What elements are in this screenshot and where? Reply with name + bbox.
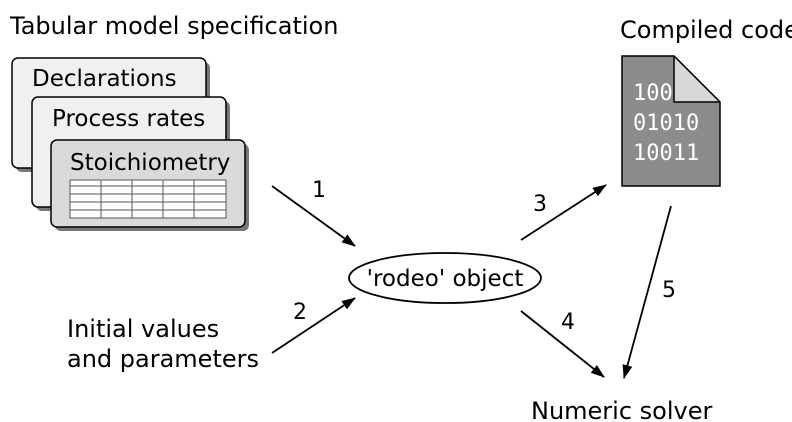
sheet-process-rates-label: Process rates bbox=[52, 106, 205, 132]
page-fold-corner bbox=[673, 55, 721, 103]
sheet-stoichiometry-label: Stoichiometry bbox=[70, 150, 230, 176]
spec-title: Tabular model specification bbox=[9, 12, 338, 40]
rodeo-object-node: 'rodeo' object bbox=[348, 252, 542, 304]
compiled-code-title: Compiled code bbox=[620, 16, 792, 44]
arrow-4-number: 4 bbox=[561, 310, 575, 335]
arrow-1 bbox=[271, 185, 356, 247]
rodeo-object-label: 'rodeo' object bbox=[367, 266, 524, 292]
arrow-1-number: 1 bbox=[312, 178, 326, 203]
arrow-2-number: 2 bbox=[293, 300, 307, 325]
code-line-3: 10011 bbox=[633, 141, 699, 166]
compiled-code-file-icon: 100 01010 10011 bbox=[621, 55, 721, 187]
sheet-stoichiometry: Stoichiometry bbox=[50, 139, 249, 231]
arrow-3-number: 3 bbox=[533, 192, 547, 217]
initial-values-line-2: and parameters bbox=[67, 345, 259, 373]
numeric-solver-label: Numeric solver bbox=[531, 397, 712, 422]
arrow-4 bbox=[520, 310, 605, 378]
code-line-1: 100 bbox=[633, 81, 673, 106]
stoichiometry-table-grid bbox=[69, 179, 227, 219]
arrow-5-number: 5 bbox=[662, 278, 676, 303]
arrow-2 bbox=[271, 297, 356, 354]
arrow-5 bbox=[622, 205, 672, 379]
code-line-2: 01010 bbox=[633, 111, 699, 136]
initial-values-line-1: Initial values bbox=[67, 315, 219, 343]
arrow-3 bbox=[520, 184, 607, 241]
sheet-declarations-label: Declarations bbox=[32, 66, 177, 92]
